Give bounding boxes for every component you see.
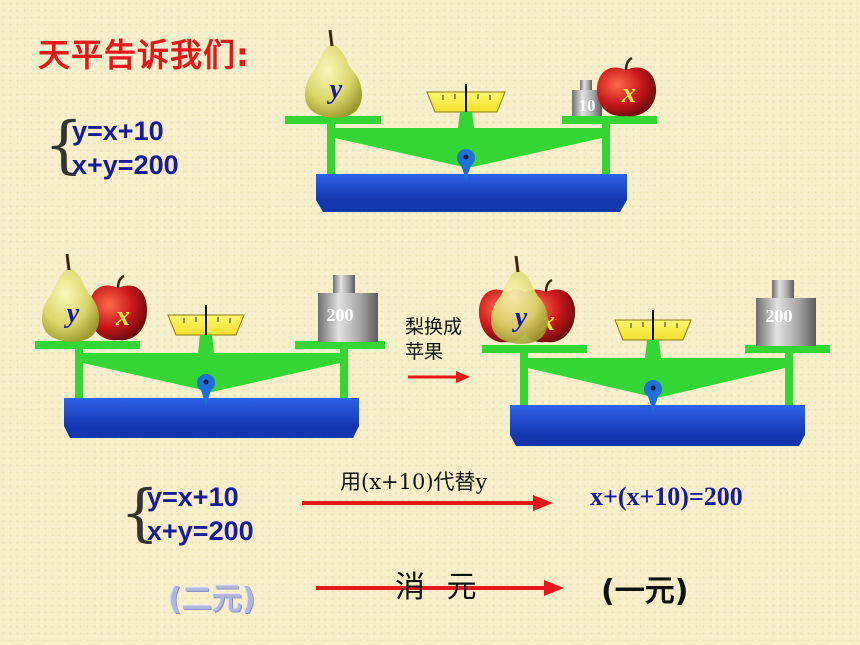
equation-bottom-2: x+y=200: [147, 516, 254, 546]
substitution-arrow: [302, 495, 553, 511]
balance-scale-top: y 10 x: [285, 29, 657, 212]
pear-icon: [41, 253, 100, 342]
weight-label-top: 10: [579, 96, 596, 115]
result-equation: x+(x+10)=200: [590, 482, 743, 511]
equation-system-top: y=x+10 x+y=200: [72, 114, 179, 182]
pear-icon: [490, 255, 549, 344]
apple-label-left: x: [115, 301, 130, 332]
pear-icon: [304, 29, 363, 118]
swap-arrow: [408, 371, 470, 383]
pear-label-right: y: [512, 302, 528, 333]
system-brace-bottom: {: [120, 476, 160, 549]
substitution-label: 用(x+10)代替y: [340, 470, 488, 494]
weight-label-right: 200: [766, 306, 793, 326]
balance-scale-right: x y 200: [478, 255, 830, 446]
balance-scale-left: x y 200: [35, 253, 385, 438]
system-brace-top: {: [44, 108, 84, 181]
equation-top-1: y=x+10: [72, 116, 164, 146]
swap-note: 梨换成 苹果: [405, 315, 462, 365]
weight-icon: [572, 80, 602, 116]
swap-note-line1: 梨换成: [405, 316, 463, 338]
weight-label-left: 200: [327, 305, 354, 325]
equation-bottom-1: y=x+10: [147, 482, 239, 512]
swap-note-line2: 苹果: [405, 341, 444, 363]
page-title: 天平告诉我们:: [38, 36, 250, 74]
weight-icon: [318, 275, 378, 342]
pear-label-left: y: [64, 298, 80, 329]
one-variable-label: (一元): [601, 574, 689, 609]
weight-icon: [756, 280, 816, 346]
elimination-arrow: [316, 580, 564, 596]
elimination-label: 消 元: [395, 570, 483, 605]
apple-label-top: x: [621, 78, 636, 109]
equation-system-bottom: y=x+10 x+y=200: [147, 480, 254, 548]
apple-icon: [596, 56, 657, 117]
equation-top-2: x+y=200: [72, 150, 179, 180]
two-variable-label: (二元): [168, 582, 256, 617]
pear-label-top: y: [327, 74, 343, 105]
apple-icon: [88, 274, 148, 341]
